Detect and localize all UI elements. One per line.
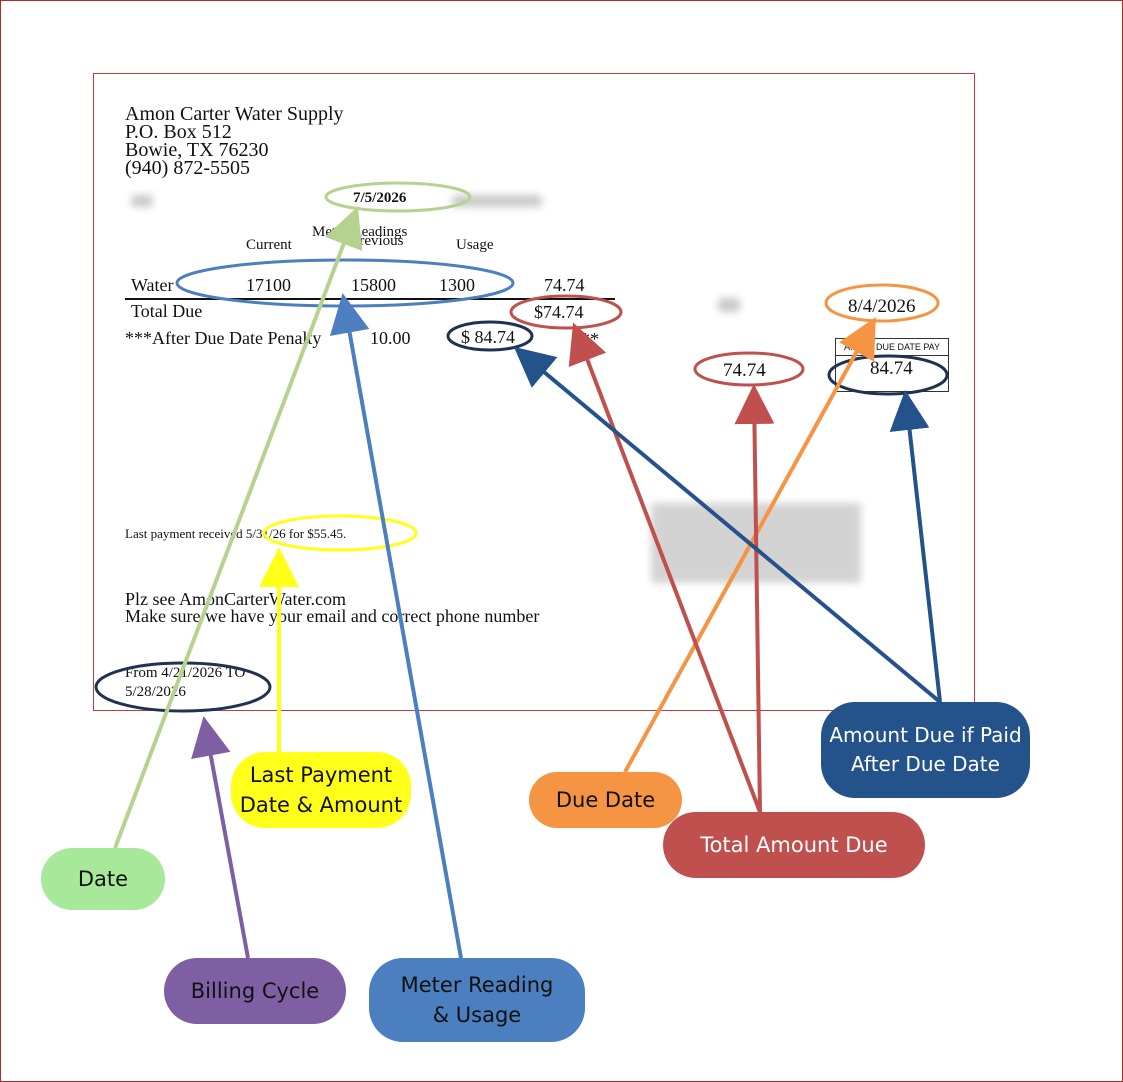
total-due-highlight	[509, 294, 623, 330]
billing-cycle-line1: From 4/21/2026 TO	[125, 665, 246, 681]
company-city: Bowie, TX 76230	[125, 139, 269, 161]
after-due-arrow-1	[513, 346, 942, 704]
stub-after-due-amount: 84.74	[870, 358, 913, 379]
col-usage: Usage	[456, 237, 494, 253]
water-current: 17100	[246, 275, 291, 295]
date-arrow	[113, 206, 363, 849]
company-phone: (940) 872-5505	[125, 157, 250, 179]
after-due-arrow-2	[889, 390, 942, 703]
meter-reading-label: Meter Reading & Usage	[369, 958, 585, 1042]
meter-readings-highlight	[175, 258, 515, 308]
total-due-label: Total Due	[131, 301, 203, 321]
total-amount-due-label: Total Amount Due	[663, 812, 925, 878]
col-current: Current	[246, 237, 292, 253]
stub-due-date: 8/4/2026	[848, 296, 916, 317]
redacted-stub	[718, 298, 740, 312]
bill-date: 7/5/2026	[353, 190, 407, 206]
water-amount: 74.74	[544, 275, 585, 295]
total-due-amount: $74.74	[534, 302, 584, 322]
water-usage: 1300	[439, 275, 475, 295]
meter-arrow	[329, 293, 463, 959]
water-previous: 15800	[351, 275, 396, 295]
company-name: Amon Carter Water Supply	[125, 103, 344, 125]
due-date-label: Due Date	[529, 772, 682, 828]
email-line: Make sure we have your email and correct…	[125, 606, 540, 626]
amount-after-due-label: Amount Due if Paid After Due Date	[821, 702, 1030, 798]
billing-cycle-arrow	[191, 716, 250, 959]
after-due-amount-highlight	[827, 354, 949, 396]
due-date-highlight	[824, 283, 940, 323]
date-highlight	[324, 181, 472, 213]
water-bill: Amon Carter Water Supply P.O. Box 512 Bo…	[93, 73, 975, 711]
penalty-amount: $ 84.74	[461, 327, 515, 347]
total-due-arrow-2	[734, 384, 775, 813]
redacted-name	[452, 195, 542, 207]
date-label: Date	[41, 848, 165, 910]
stub-amount-highlight	[693, 351, 805, 387]
last-payment-highlight	[262, 514, 418, 552]
penalty-amount-highlight	[446, 320, 534, 352]
website-line: Plz see AmonCarterWater.com	[125, 589, 346, 609]
redacted-account	[131, 195, 153, 207]
divider-rule	[125, 298, 615, 300]
company-po-box: P.O. Box 512	[125, 121, 232, 143]
stub-amount: 74.74	[723, 360, 766, 381]
last-payment-label: Last Payment Date & Amount	[231, 752, 411, 828]
col-previous: Previous	[351, 233, 404, 249]
total-due-arrow-1	[568, 322, 762, 813]
penalty-label: ***After Due Date Penalty	[125, 328, 322, 348]
water-label: Water	[131, 275, 174, 295]
billing-cycle-label: Billing Cycle	[164, 958, 346, 1024]
due-date-arrow	[623, 316, 876, 773]
penalty-fee: 10.00	[370, 328, 411, 348]
